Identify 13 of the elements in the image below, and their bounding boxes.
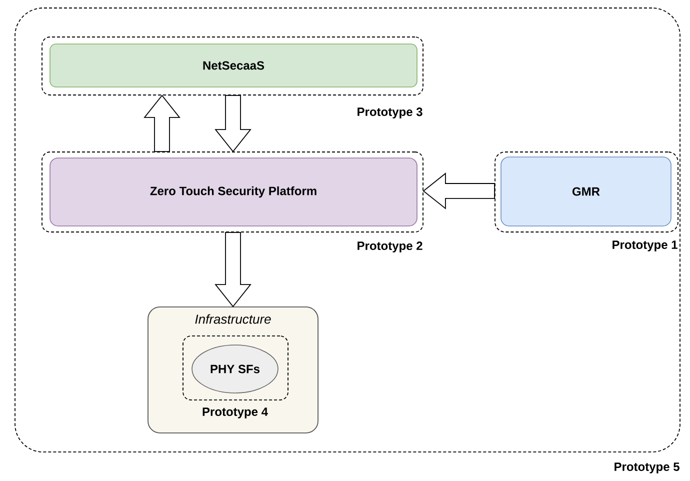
ellipse-node: PHY SFs: [192, 344, 278, 394]
group-label: Prototype 2: [358, 242, 422, 252]
group-label: Prototype 1: [612, 240, 678, 252]
block-arrow: [422, 172, 495, 210]
process-box: Zero Touch Security Platform: [50, 158, 418, 226]
group-label: Prototype 3: [358, 108, 422, 118]
block-arrow: [214, 232, 252, 308]
group-label: Prototype 5: [614, 462, 680, 474]
block-arrow: [214, 95, 252, 152]
process-box: NetSecaaS: [50, 44, 418, 88]
block-arrow: [144, 94, 180, 152]
process-box: GMR: [500, 156, 672, 226]
group-label: Prototype 4: [202, 408, 268, 418]
